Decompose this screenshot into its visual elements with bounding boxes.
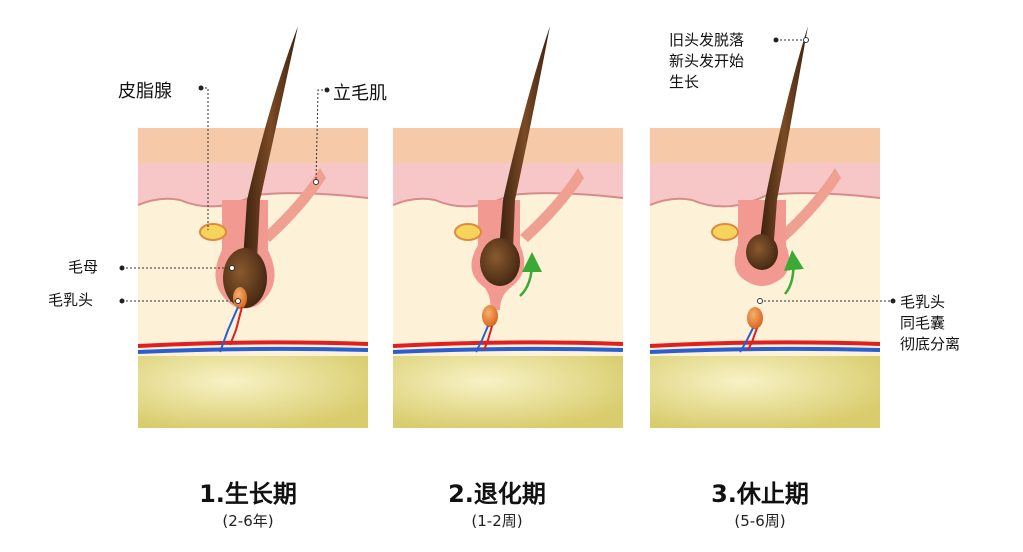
dot xyxy=(119,298,125,304)
arrector-pili-muscle xyxy=(262,168,326,242)
stage-title-growth: 1.生长期 xyxy=(199,480,297,508)
dot xyxy=(313,179,319,185)
sebaceous-gland xyxy=(454,223,482,241)
dot xyxy=(803,37,809,43)
arrector-pili-muscle xyxy=(777,168,841,242)
label-stage3-top-line1: 旧头发脱落 xyxy=(669,31,745,49)
stage-duration-resting: (5-6周) xyxy=(734,512,786,530)
dermal-papilla-shape xyxy=(233,287,247,309)
vein-line xyxy=(392,346,624,354)
leader-dots xyxy=(119,37,896,304)
panel-regression-stage xyxy=(392,26,624,428)
capillary-red xyxy=(483,325,493,351)
leader-arrector xyxy=(315,89,327,183)
hair-shaft xyxy=(243,26,298,260)
dermal-papilla-shape xyxy=(747,307,763,329)
label-stage3-top: 旧头发脱落 新头发开始 生长 xyxy=(669,30,744,93)
label-stage3-top-line3: 生长 xyxy=(669,73,700,91)
hair-shaft xyxy=(760,26,808,240)
label-stage3-top-line2: 新头发开始 xyxy=(669,52,745,70)
hair-bulb xyxy=(746,234,778,270)
panel-resting-stage xyxy=(649,26,881,428)
fat-layer xyxy=(138,356,368,428)
epidermis-layer xyxy=(393,128,623,163)
label-sebaceous-gland: 皮脂腺 xyxy=(118,81,172,102)
stage-duration-regression: (1-2周) xyxy=(471,512,523,530)
dermal-papilla-shape xyxy=(482,305,498,327)
stage-title-resting: 3.休止期 xyxy=(711,480,809,508)
dermal-cell-layer xyxy=(650,163,880,207)
dot xyxy=(119,265,125,271)
label-hair-matrix: 毛母 xyxy=(68,258,99,276)
capillary-red xyxy=(747,327,758,351)
capillary-blue xyxy=(739,327,754,353)
capillary-blue xyxy=(219,306,239,353)
upward-arrow-icon xyxy=(519,252,542,297)
label-stage3-side: 毛乳头 同毛囊 彻底分离 xyxy=(900,292,960,355)
vein-line xyxy=(137,346,369,354)
leader-sebaceous xyxy=(201,87,209,230)
epidermis-layer xyxy=(138,128,368,163)
hair-shaft xyxy=(499,26,550,250)
upward-arrow-icon xyxy=(783,250,804,295)
sebaceous-gland xyxy=(199,223,227,241)
label-dermal-papilla: 毛乳头 xyxy=(48,291,94,309)
sebaceous-gland xyxy=(711,223,739,241)
fat-layer xyxy=(650,356,880,428)
dot xyxy=(890,298,896,304)
dot xyxy=(773,37,779,43)
vein-line xyxy=(649,346,881,354)
dot xyxy=(198,85,204,91)
epidermis-layer xyxy=(650,128,880,163)
dot xyxy=(757,298,763,304)
artery-line xyxy=(392,340,624,348)
capillary-blue xyxy=(475,325,489,353)
label-stage3-side-line1: 毛乳头 xyxy=(900,293,946,311)
dot xyxy=(235,298,241,304)
label-stage3-side-line3: 彻底分离 xyxy=(900,335,961,353)
label-stage3-side-line2: 同毛囊 xyxy=(900,314,946,332)
arrector-pili-muscle xyxy=(520,168,584,242)
stage-duration-growth: (2-6年) xyxy=(222,512,274,530)
label-arrector-pili: 立毛肌 xyxy=(333,83,387,104)
dot xyxy=(324,87,330,93)
capillary-red xyxy=(229,306,243,346)
artery-line xyxy=(137,340,369,348)
artery-line xyxy=(649,340,881,348)
stage-title-regression: 2.退化期 xyxy=(448,480,546,508)
leader-lines xyxy=(122,39,893,302)
fat-layer xyxy=(393,356,623,428)
dot xyxy=(229,265,235,271)
hair-bulb xyxy=(480,238,520,286)
